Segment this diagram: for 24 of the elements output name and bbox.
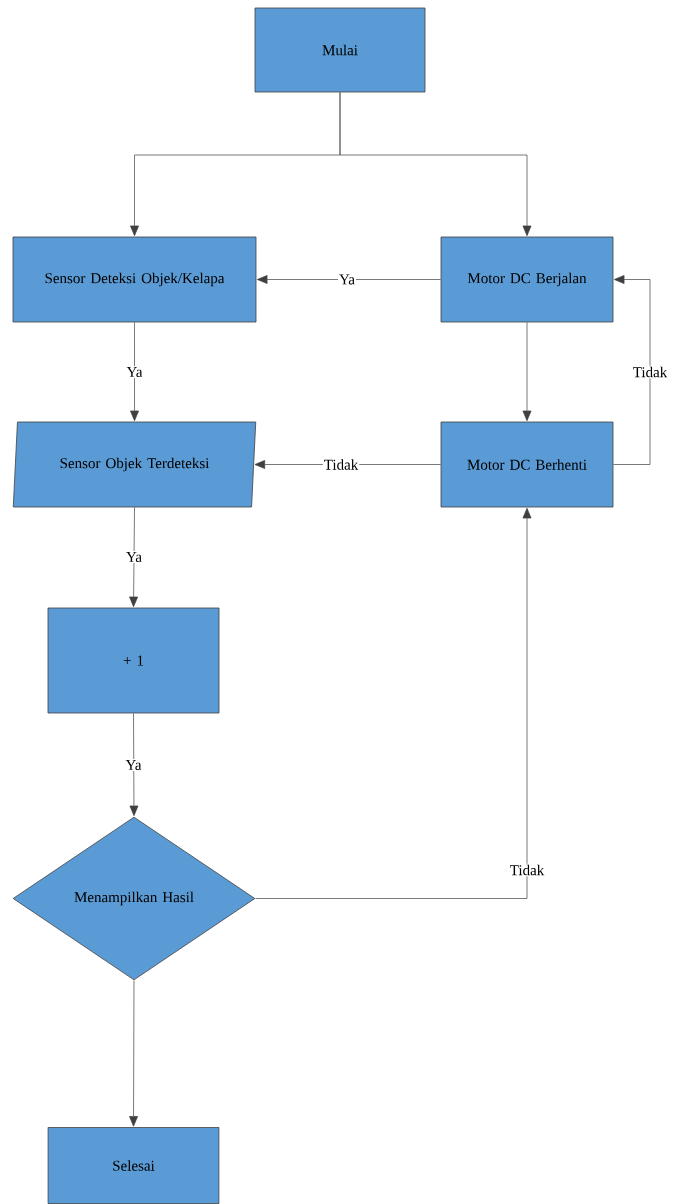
arrow [129,980,138,1127]
edge-label: Ya [125,551,143,563]
input-parallelogram: Sensor Objek Terdeteksi [12,421,257,508]
process-box: Motor DC Berjalan [440,236,614,323]
process-box: + 1 [47,607,220,714]
arrow [256,275,441,284]
edge-label: Tidak [631,365,669,379]
edge-label: Tidak [322,458,360,471]
process-box: Mulai [254,7,426,93]
arrow [130,322,139,422]
process-box: Selesai [47,1127,220,1204]
edge-label: Ya [125,366,144,378]
arrow [129,507,139,608]
edge-label: Tidak [508,863,546,877]
edge-label: Ya [338,273,356,286]
arrow [613,275,651,465]
arrow [522,322,532,422]
arrow [254,460,441,469]
arrow [339,92,532,237]
process-box: Sensor Deteksi Objek/Kelapa [12,236,257,323]
arrow [255,507,532,899]
arrow [129,713,139,817]
process-box: Motor DC Berhenti [440,421,614,508]
edge-label: Ya [124,759,143,771]
